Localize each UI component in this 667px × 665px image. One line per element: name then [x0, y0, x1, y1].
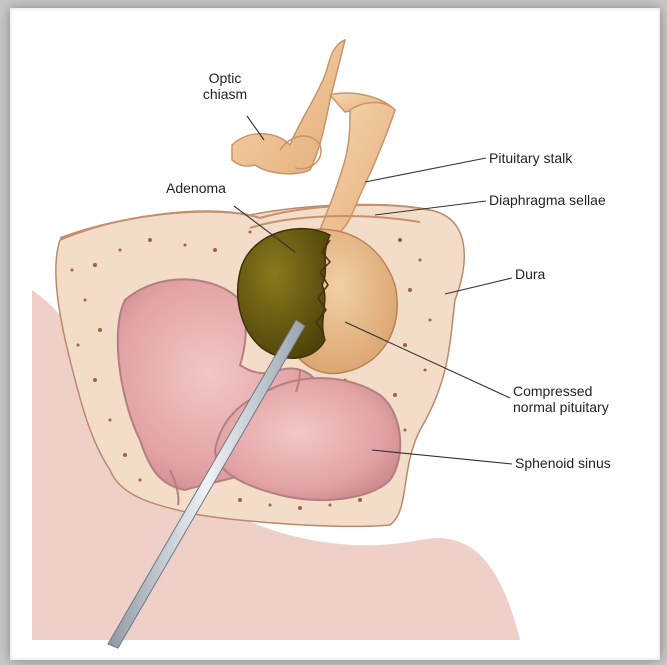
label-dura: Dura	[515, 266, 545, 282]
label-pituitary-stalk: Pituitary stalk	[489, 150, 572, 166]
label-compressed-normal-pituitary: Compressed normal pituitary	[513, 383, 609, 415]
label-sphenoid-sinus: Sphenoid sinus	[515, 455, 611, 471]
label-optic-chiasm: Optic chiasm	[184, 70, 266, 102]
label-diaphragma-sellae: Diaphragma sellae	[489, 192, 606, 208]
label-adenoma: Adenoma	[166, 180, 226, 196]
optic-chiasm-shape	[232, 40, 345, 174]
